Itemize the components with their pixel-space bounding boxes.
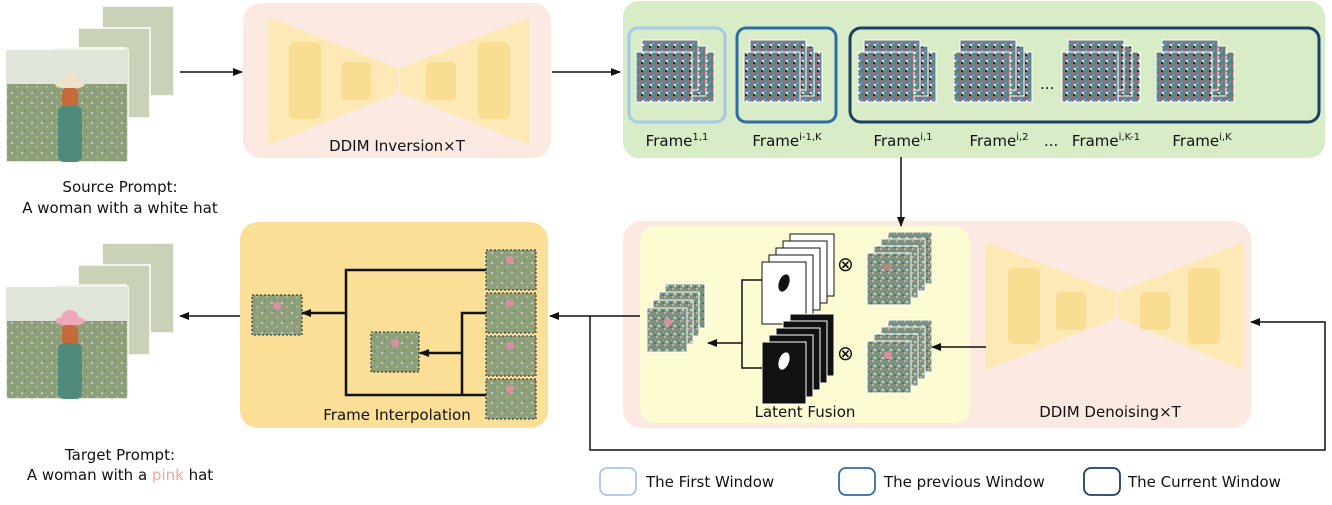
denoising-label: DDIM Denoising×T xyxy=(1039,403,1181,421)
frame-label-5: Framei,K-1 xyxy=(1071,132,1141,150)
frame-interpolation-panel xyxy=(240,222,548,428)
multiply-operator-top: ⊗ xyxy=(837,252,854,276)
interpolated-frame-mid xyxy=(370,331,420,373)
legend-current-window-swatch xyxy=(1083,467,1121,496)
inversion-label: DDIM Inversion×T xyxy=(329,137,465,155)
interpolated-frame-left xyxy=(251,294,303,336)
target-prompt-text: A woman with a pink hat xyxy=(0,466,240,484)
frame-label-4: Framei,2 xyxy=(969,132,1029,150)
previous-window-outline xyxy=(735,26,838,124)
foreground-mask-stack xyxy=(761,233,835,325)
target-prompt-highlight: pink xyxy=(151,466,184,484)
feedback-loop-arrow xyxy=(589,316,1326,451)
latent-fusion-label: Latent Fusion xyxy=(754,403,856,421)
frame-stacks xyxy=(635,39,1235,103)
legend-first-window-label: The First Window xyxy=(646,473,775,491)
noise-latent-stack-5 xyxy=(1061,39,1141,103)
frame-label-6: Framei,K xyxy=(1172,132,1232,150)
fusion-arrows xyxy=(707,279,986,369)
noise-latent-stack-4 xyxy=(953,39,1033,103)
target-prompt-prefix: A woman with a xyxy=(26,466,152,484)
denoising-unet-icon xyxy=(986,242,1244,370)
inversion-unet-icon xyxy=(268,17,530,145)
frame-label-3: Framei,1 xyxy=(873,132,933,150)
source-latent-stack-bottom xyxy=(866,319,933,394)
frame-label-1: Frame1,1 xyxy=(645,132,709,150)
target-latent-stack-top xyxy=(866,231,933,306)
main-flow-arrows xyxy=(179,68,1326,451)
current-window-outline xyxy=(848,26,1321,124)
noise-latent-stack-2 xyxy=(743,39,823,103)
window-ellipsis: ... xyxy=(1040,75,1055,93)
source-prompt-text: A woman with a white hat xyxy=(22,199,218,217)
interpolation-tree xyxy=(301,268,486,397)
legend-previous-window-swatch xyxy=(838,467,876,496)
target-prompt-label: Target Prompt: xyxy=(64,446,176,464)
noise-latent-stack-3 xyxy=(857,39,937,103)
source-prompt-label: Source Prompt: xyxy=(62,178,178,196)
target-video-stack xyxy=(5,242,175,400)
multiply-operator-bottom: ⊗ xyxy=(837,341,854,365)
noise-latent-stack-6 xyxy=(1155,39,1235,103)
target-prompt-suffix: hat xyxy=(183,466,214,484)
legend-first-window-swatch xyxy=(599,467,637,496)
background-mask-stack xyxy=(761,313,835,405)
keyframe-column xyxy=(485,249,537,420)
image-stacks xyxy=(5,5,175,400)
first-window-outline xyxy=(627,26,727,124)
legend-previous-window-label: The previous Window xyxy=(884,473,1045,491)
fused-latent-stack xyxy=(646,283,706,353)
noise-latent-stack-1 xyxy=(635,39,715,103)
frame-interpolation-label: Frame Interpolation xyxy=(323,406,471,424)
frame-label-2: Framei-1,K xyxy=(752,132,822,150)
source-video-stack xyxy=(5,5,175,163)
frame-label-ellipsis: ... xyxy=(1044,132,1059,150)
legend-current-window-label: The Current Window xyxy=(1128,473,1281,491)
